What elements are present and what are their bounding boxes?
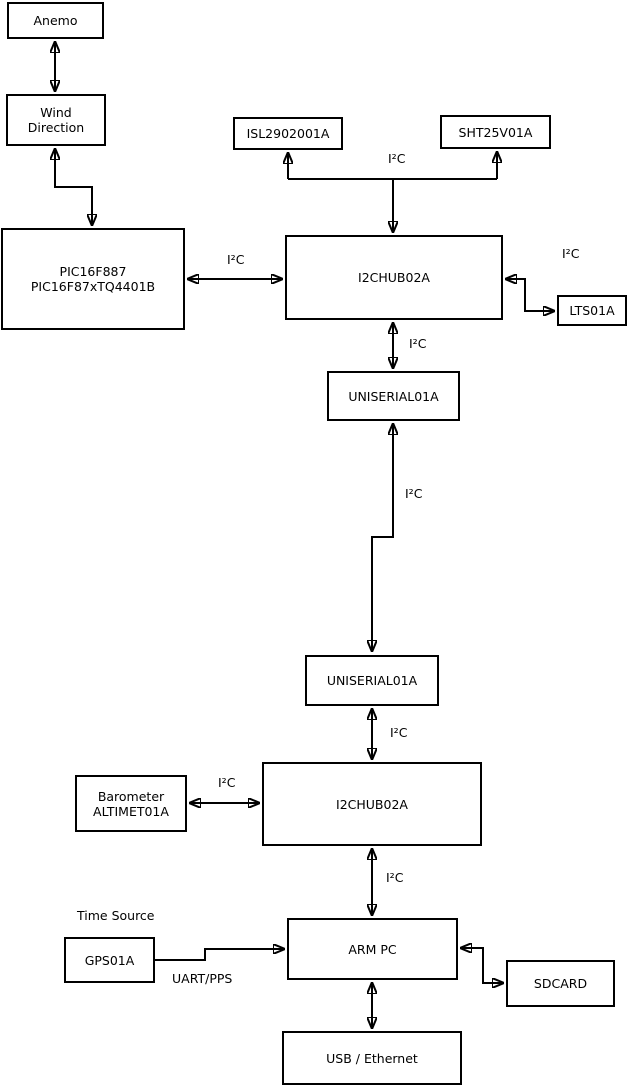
- isl-sensor-box: ISL2902001A: [233, 117, 343, 150]
- i2c-label-hub-armpc: I²C: [386, 870, 404, 885]
- arm-pc-box: ARM PC: [287, 918, 458, 980]
- anemo-box: Anemo: [7, 2, 104, 39]
- lts-sensor-label: LTS01A: [569, 303, 615, 318]
- gps-box: GPS01A: [64, 937, 155, 983]
- barometer-label-line2: ALTIMET01A: [93, 803, 169, 819]
- pic-controller-box: PIC16F887 PIC16F87xTQ4401B: [1, 228, 185, 330]
- time-source-label: Time Source: [77, 908, 155, 923]
- i2c-hub-upper-box: I2CHUB02A: [285, 235, 503, 320]
- sht-sensor-label: SHT25V01A: [458, 124, 533, 140]
- barometer-box: Barometer ALTIMET01A: [75, 775, 187, 832]
- usb-ethernet-box: USB / Ethernet: [282, 1031, 462, 1085]
- pic-controller-label-line1: PIC16F887: [59, 264, 127, 279]
- edge-hub-upper-lts: [506, 279, 554, 311]
- uniserial-lower-box: UNISERIAL01A: [305, 655, 439, 706]
- i2c-label-uniserial-hub-lower: I²C: [390, 725, 408, 740]
- edge-winddirection-pic: [55, 149, 92, 225]
- usb-ethernet-label: USB / Ethernet: [326, 1050, 418, 1066]
- sdcard-box: SDCARD: [506, 960, 615, 1007]
- i2c-hub-lower-box: I2CHUB02A: [262, 762, 482, 846]
- uniserial-lower-label: UNISERIAL01A: [326, 673, 418, 688]
- isl-sensor-label: ISL2902001A: [246, 126, 330, 141]
- wind-direction-box: Wind Direction: [6, 94, 106, 146]
- wind-direction-label-line2: Direction: [27, 120, 85, 135]
- lts-sensor-box: LTS01A: [557, 295, 627, 326]
- uniserial-upper-box: UNISERIAL01A: [327, 371, 460, 421]
- sdcard-label: SDCARD: [533, 976, 588, 991]
- i2c-label-hub-uniserial: I²C: [409, 336, 427, 351]
- i2c-hub-upper-label: I2CHUB02A: [358, 270, 430, 285]
- i2c-label-pic-hub: I²C: [227, 252, 245, 267]
- i2c-label-barometer: I²C: [218, 775, 236, 790]
- uart-pps-label: UART/PPS: [172, 971, 233, 986]
- uniserial-upper-label: UNISERIAL01A: [348, 388, 439, 404]
- edge-uniserial-link: [372, 424, 393, 651]
- barometer-label-line1: Barometer: [97, 788, 165, 804]
- i2c-hub-lower-label: I2CHUB02A: [336, 796, 408, 812]
- edge-gps-armpc: [155, 949, 284, 961]
- anemo-label: Anemo: [33, 13, 78, 28]
- gps-label: GPS01A: [84, 952, 135, 968]
- i2c-label-uniserial-link: I²C: [405, 486, 423, 501]
- wind-direction-label-line1: Wind: [40, 105, 72, 120]
- i2c-label-lts: I²C: [562, 246, 580, 261]
- pic-controller-label-line2: PIC16F87xTQ4401B: [30, 279, 156, 294]
- sht-sensor-box: SHT25V01A: [440, 115, 551, 149]
- edge-armpc-sdcard: [461, 948, 503, 983]
- arm-pc-label: ARM PC: [348, 941, 397, 957]
- i2c-label-sensor-bus: I²C: [388, 151, 406, 166]
